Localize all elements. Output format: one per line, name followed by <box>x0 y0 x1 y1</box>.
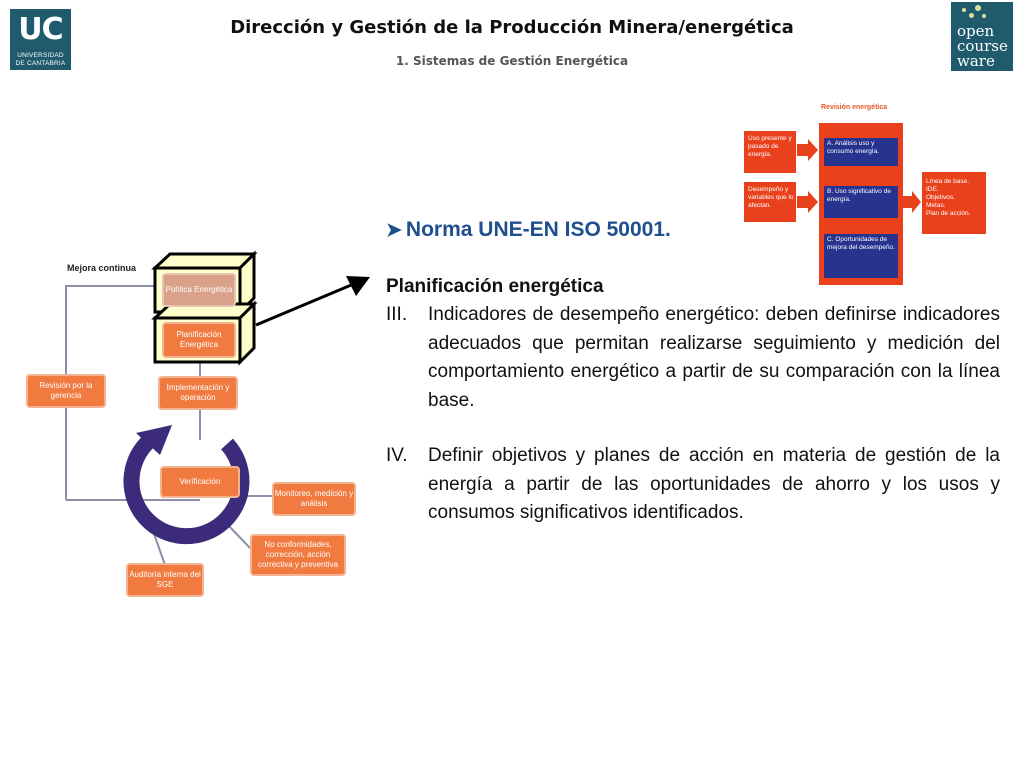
review-output-1: Línea de base. <box>926 178 970 185</box>
review-step-b: B. Uso significativo de energía. <box>824 186 898 218</box>
review-input1: Uso presente y pasado de energía. <box>748 135 792 158</box>
mejora-continua-label: Mejora continua <box>67 263 137 273</box>
planificacion-box: Planificación Energética <box>162 322 236 358</box>
list-item-text: Indicadores de desempeño energético: deb… <box>428 304 1000 411</box>
monitoreo-box: Monitoreo, medición y análisis <box>272 482 356 516</box>
content-heading-text: Norma UNE-EN ISO 50001. <box>405 218 671 241</box>
verificacion-label: Verificación <box>179 477 221 486</box>
review-output-5: Plan de acción. <box>926 210 971 217</box>
revision-label: Revisión por la gerencia <box>39 381 93 400</box>
politica-box: Política Energética <box>162 273 236 307</box>
uc-logo: UC UNIVERSIDAD DE CANTABRIA <box>10 9 71 70</box>
list-item: IV. Definir objetivos y planes de acción… <box>386 442 1000 528</box>
review-input1-box: Uso presente y pasado de energía. <box>744 131 796 173</box>
politica-label: Política Energética <box>165 285 233 294</box>
list-item-number: IV. <box>386 445 408 466</box>
ocw-logo: open course ware <box>951 2 1013 71</box>
page-subtitle: 1. Sistemas de Gestión Energética <box>395 54 629 68</box>
list-item-text: Definir objetivos y planes de acción en … <box>428 445 1000 523</box>
content-heading: ➤Norma UNE-EN ISO 50001. <box>386 218 671 242</box>
ocw-logo-line3: ware <box>957 52 995 70</box>
review-output-4: Metas. <box>926 202 946 209</box>
no-conformidades-box: No conformidades, corrección, acción cor… <box>250 534 346 576</box>
uc-logo-line2: DE CANTABRIA <box>15 60 66 67</box>
arrow-bullet-icon: ➤ <box>386 220 402 241</box>
ocw-logo-line2: course <box>957 37 1008 55</box>
content-subheading: Planificación energética <box>386 276 604 297</box>
uc-logo-letters: UC <box>18 12 63 47</box>
review-input2-box: Desempeño y variables que lo afectan. <box>744 182 796 222</box>
verificacion-box: Verificación <box>160 466 240 498</box>
energy-management-cycle-diagram: Mejora continua Política Energética Plan… <box>0 0 380 620</box>
cycle-diagram-lines <box>65 250 370 566</box>
revision-box: Revisión por la gerencia <box>26 374 106 408</box>
page-title: Dirección y Gestión de la Producción Min… <box>230 17 794 38</box>
review-output-2: IDE. <box>926 186 939 193</box>
review-step-c: C. Oportunidades de mejora del desempeño… <box>824 234 898 278</box>
review-input2: Desempeño y variables que lo afectan. <box>748 186 794 209</box>
review-step-a: A. Análisis uso y consumo energía. <box>824 138 898 166</box>
monitoreo-label: Monitoreo, medición y análisis <box>274 489 354 508</box>
implementacion-box: Implementación y operación <box>158 376 238 410</box>
list-item: III. Indicadores de desempeño energético… <box>386 301 1000 415</box>
uc-logo-line1: UNIVERSIDAD <box>17 52 64 59</box>
no-conformidades-label: No conformidades, corrección, acción cor… <box>257 540 339 569</box>
auditoria-label: Auditoría interna del SGE <box>129 570 201 589</box>
list-item-number: III. <box>386 304 408 325</box>
planificacion-label: Planificación Energética <box>176 330 222 349</box>
implementacion-label: Implementación y operación <box>166 383 230 402</box>
ocw-logo-line1: open <box>957 22 995 40</box>
review-outputs-box: Línea de base. IDE. Objetivos. Metas. Pl… <box>922 172 986 234</box>
auditoria-box: Auditoría interna del SGE <box>126 563 204 597</box>
review-title: Revisión energética <box>821 104 888 111</box>
review-output-3: Objetivos. <box>926 194 955 201</box>
